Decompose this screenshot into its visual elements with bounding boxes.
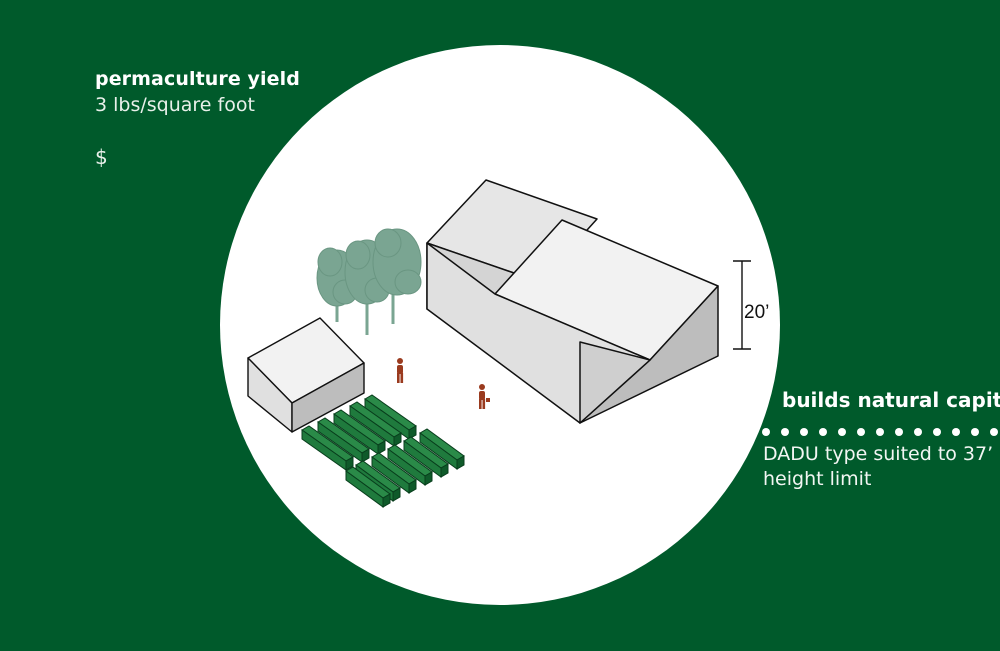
yield-title: permaculture yield [95, 68, 300, 90]
person-icon [479, 384, 490, 409]
yield-panel: permaculture yield 3 lbs/square foot $ [95, 66, 300, 170]
capital-title: builds natural capital [782, 388, 1000, 412]
person-icon [397, 358, 404, 383]
yield-value: 3 lbs/square foot [95, 94, 255, 116]
raised-bed-icon [301, 394, 465, 508]
house-icon [426, 179, 719, 424]
tree-icon [372, 228, 422, 324]
yield-cost: $ [95, 145, 108, 169]
dotted-divider [762, 428, 998, 436]
house-icon [247, 317, 365, 433]
dadu-description: DADU type suited to 37’ height limit [763, 443, 994, 490]
dimension-icon [733, 260, 751, 350]
dimension-label: 20’ [744, 302, 769, 323]
